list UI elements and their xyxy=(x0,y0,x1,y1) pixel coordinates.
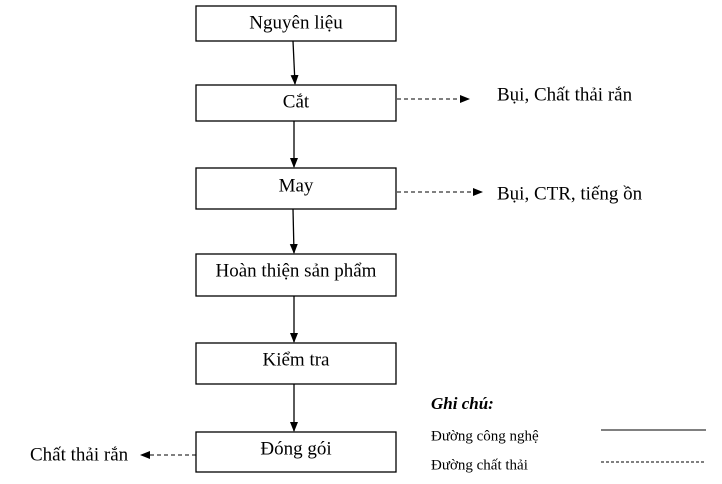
legend-title: Ghi chú: xyxy=(431,394,494,413)
legend-waste-line-label: Đường chất thải xyxy=(431,457,528,473)
step-hoan-thien-label: Hoàn thiện sản phẩm xyxy=(216,260,377,281)
step-nguyen-lieu: Nguyên liệu xyxy=(195,5,397,42)
waste-output-dong-goi: Chất thải rắn xyxy=(30,444,129,465)
step-cat-label: Cắt xyxy=(283,91,310,112)
step-may-label: May xyxy=(279,175,314,196)
step-dong-goi: Đóng gói xyxy=(195,431,397,473)
step-may: May xyxy=(195,167,397,210)
step-cat: Cắt xyxy=(195,84,397,122)
arrow-nguyen-lieu-to-cat xyxy=(290,40,299,85)
legend-tech-line-label: Đường công nghệ xyxy=(431,428,539,444)
step-kiem-tra-label: Kiểm tra xyxy=(262,349,330,370)
waste-output-may: Bụi, CTR, tiếng ồn xyxy=(497,183,643,204)
step-nguyen-lieu-label: Nguyên liệu xyxy=(249,12,343,33)
legend: Ghi chú: Đường công nghệ Đường chất thải xyxy=(431,394,706,473)
step-hoan-thien: Hoàn thiện sản phẩm xyxy=(195,253,397,297)
arrow-may-to-hoan-thien xyxy=(289,208,298,254)
waste-output-cat: Bụi, Chất thải rắn xyxy=(497,84,633,105)
step-kiem-tra: Kiểm tra xyxy=(195,342,397,385)
step-dong-goi-label: Đóng gói xyxy=(260,438,331,459)
